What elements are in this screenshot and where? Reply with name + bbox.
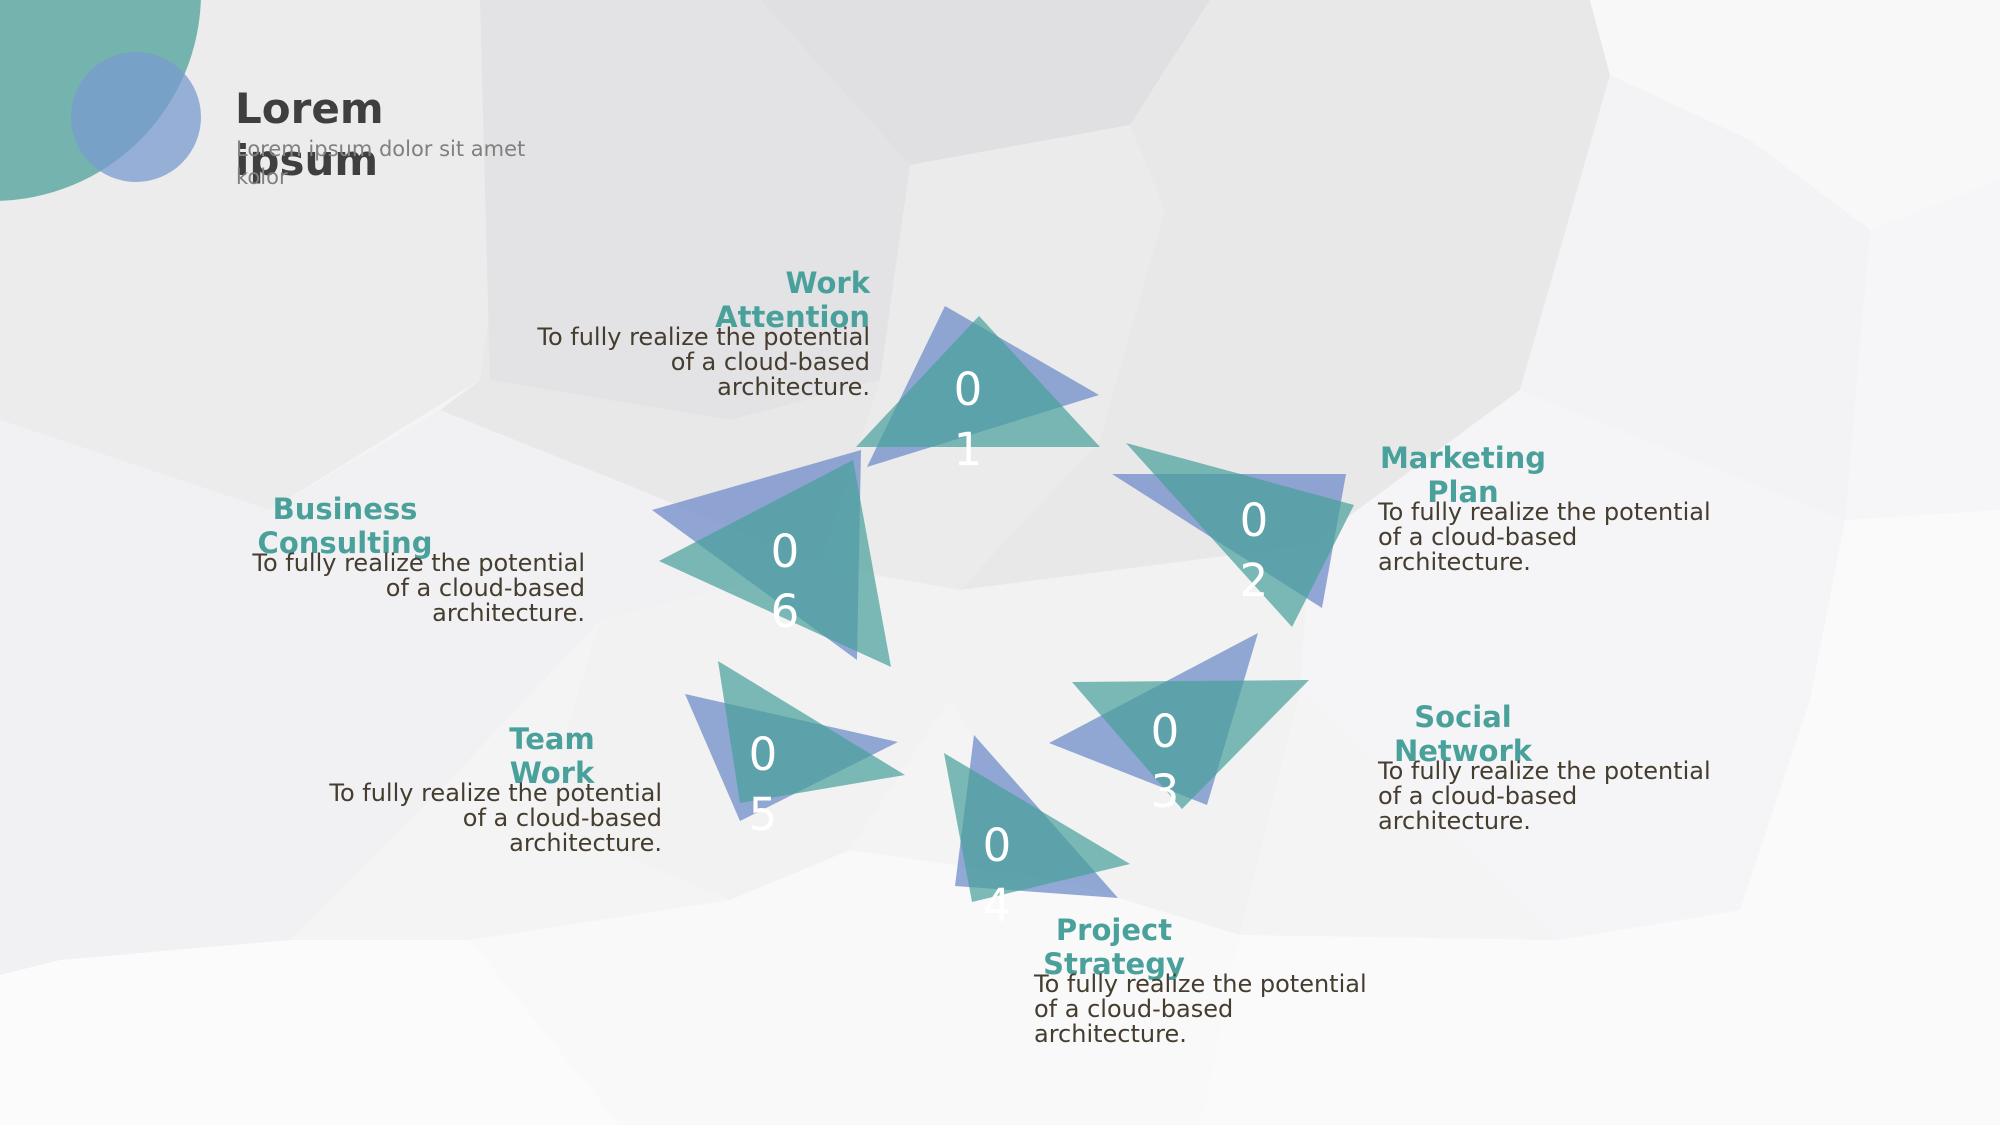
step-02-number-digit-1: 0 <box>1240 494 1269 547</box>
step-02-number-digit-2: 2 <box>1240 554 1269 607</box>
step-02-triangle-teal <box>1126 443 1354 627</box>
step-06-marker: 0 6 <box>652 450 891 667</box>
step-05-label: Team Work To fully realize the potential… <box>322 722 662 856</box>
step-01-label: Work Attention To fully realize the pote… <box>530 266 870 400</box>
step-01-triangle-teal <box>856 316 1100 447</box>
step-05-triangle-teal <box>718 661 905 803</box>
step-06-number-digit-2: 6 <box>771 585 800 638</box>
step-06-number-digit-1: 0 <box>771 525 800 578</box>
step-02-label: Marketing Plan To fully realize the pote… <box>1378 441 1718 575</box>
step-01-number-digit-1: 0 <box>954 363 983 416</box>
step-01-title: Work Attention <box>715 266 870 334</box>
page-subtitle: Lorem ipsum dolor sit amet kolor <box>236 137 526 189</box>
step-05-marker: 0 5 <box>685 661 905 841</box>
step-03-number-digit-1: 0 <box>1151 705 1180 758</box>
step-03-marker: 0 3 <box>1049 633 1309 818</box>
step-04-label: Project Strategy To fully realize the po… <box>1034 913 1374 1047</box>
step-03-label: Social Network To fully realize the pote… <box>1378 700 1718 834</box>
step-05-description: To fully realize the potential of a clou… <box>329 779 662 857</box>
step-03-triangle-teal <box>1072 680 1309 809</box>
step-02-description: To fully realize the potential of a clou… <box>1378 498 1711 576</box>
step-06-title: Business Consulting <box>257 492 433 560</box>
step-02-marker: 0 2 <box>1112 443 1354 627</box>
step-05-title: Team Work <box>509 722 595 790</box>
step-05-number-digit-1: 0 <box>749 728 778 781</box>
step-04-marker: 0 4 <box>944 735 1130 932</box>
step-06-label: Business Consulting To fully realize the… <box>245 492 585 626</box>
step-06-description: To fully realize the potential of a clou… <box>252 549 585 627</box>
step-01-number-digit-2: 1 <box>954 423 983 476</box>
step-04-title: Project Strategy <box>1043 913 1185 981</box>
corner-circle-blue <box>71 52 201 182</box>
step-01-marker: 0 1 <box>856 306 1100 476</box>
step-02-title: Marketing Plan <box>1379 441 1547 509</box>
step-05-number-digit-2: 5 <box>749 788 778 841</box>
step-04-description: To fully realize the potential of a clou… <box>1034 970 1367 1048</box>
step-04-triangle-teal <box>944 753 1130 902</box>
step-04-number-digit-1: 0 <box>983 819 1012 872</box>
step-06-triangle-teal <box>659 460 891 667</box>
page-title: Lorem ipsum <box>235 84 384 185</box>
step-01-description: To fully realize the potential of a clou… <box>537 323 870 401</box>
step-03-number-digit-2: 3 <box>1151 765 1180 818</box>
step-04-number-digit-2: 4 <box>983 879 1012 932</box>
step-03-description: To fully realize the potential of a clou… <box>1378 757 1711 835</box>
step-03-title: Social Network <box>1393 700 1533 768</box>
